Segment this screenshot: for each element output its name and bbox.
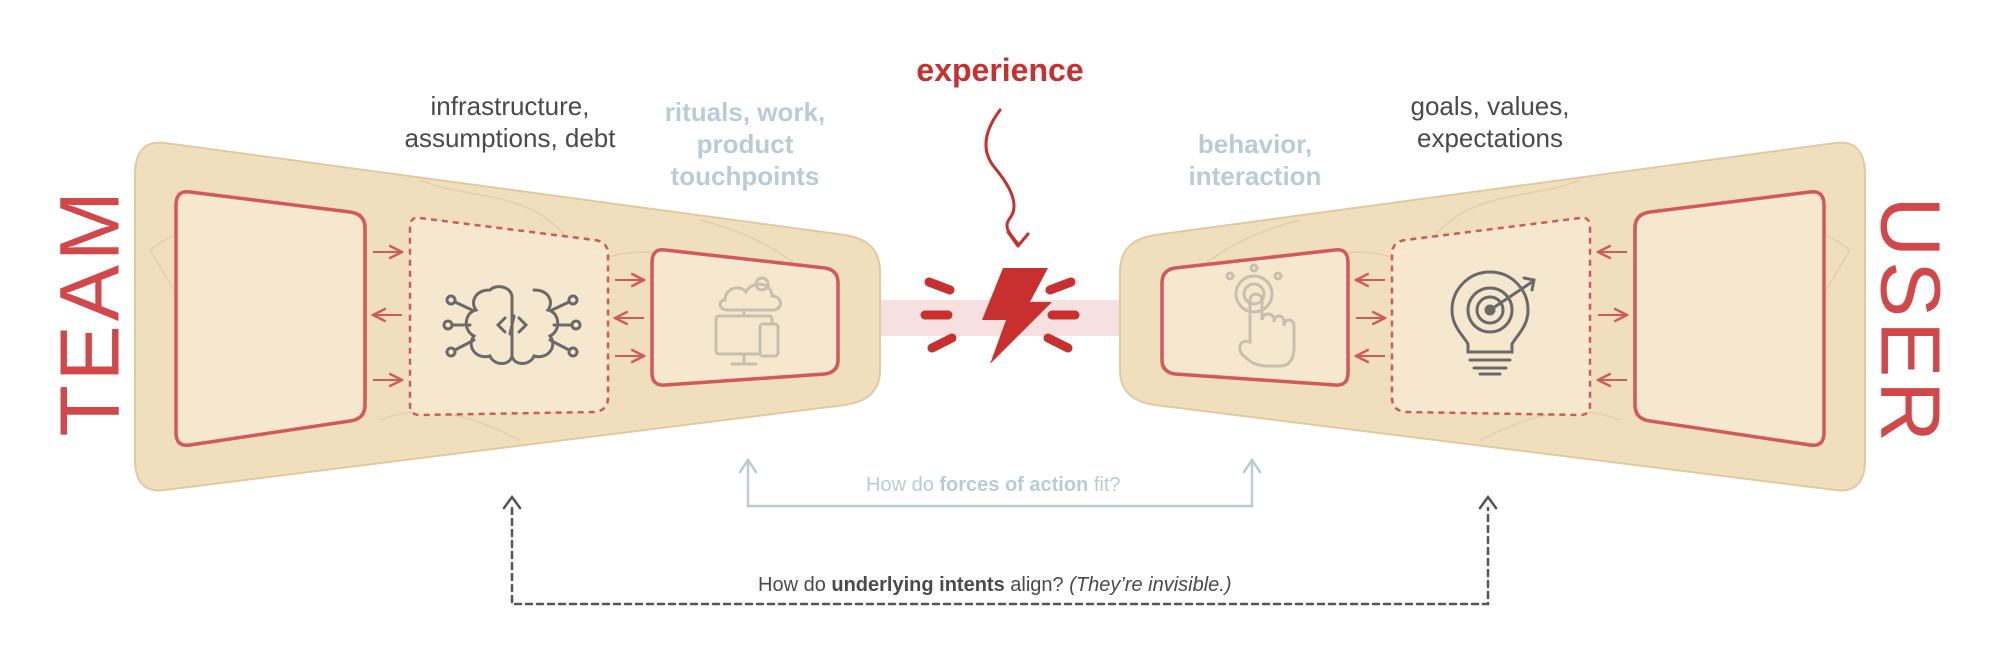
team-middle-frame <box>408 216 610 417</box>
intents-question-bold: underlying intents <box>831 574 1005 596</box>
intents-question-italic: (They’re invisible.) <box>1069 574 1232 596</box>
forces-question-post: fit? <box>1088 474 1121 496</box>
team-inner-label-line2: product <box>696 129 794 159</box>
forces-question-bold: forces of action <box>939 474 1089 496</box>
team-outer-label: infrastructure, assumptions, debt <box>380 90 640 154</box>
user-inner-label-line2: interaction <box>1188 161 1322 191</box>
team-outer-label-line1: infrastructure, <box>430 91 590 121</box>
team-inner-label: rituals, work, product touchpoints <box>640 96 850 192</box>
user-outer-frame <box>1633 190 1826 447</box>
computer-devices-icon <box>714 276 782 366</box>
user-outer-label-line2: expectations <box>1417 123 1563 153</box>
intents-question: How do underlying intents align? (They’r… <box>758 574 1231 597</box>
intents-question-mid: align? <box>1004 574 1070 596</box>
user-outer-label: goals, values, expectations <box>1370 90 1610 154</box>
team-outer-label-line2: assumptions, debt <box>404 123 616 153</box>
intents-bracket <box>502 494 1498 606</box>
lightning-conflict-icon <box>920 268 1080 364</box>
user-inner-label: behavior, interaction <box>1150 128 1360 192</box>
user-middle-frame <box>1390 216 1592 417</box>
team-title: TEAM <box>42 187 137 437</box>
forces-bracket <box>738 457 1262 508</box>
user-inner-label-line1: behavior, <box>1197 129 1313 159</box>
intents-question-pre: How do <box>758 574 832 596</box>
team-inner-label-line1: rituals, work, <box>664 97 826 127</box>
lightbulb-target-icon <box>1450 270 1536 376</box>
team-panel <box>134 141 881 492</box>
user-title: USER <box>1863 196 1958 446</box>
experience-label: experience <box>916 52 1084 88</box>
team-outer-frame <box>174 190 367 447</box>
experience-arrow <box>984 108 1020 246</box>
forces-question: How do forces of action fit? <box>866 474 1121 497</box>
brain-circuit-icon <box>442 285 582 365</box>
user-inner-frame <box>1160 248 1350 387</box>
user-outer-label-line1: goals, values, <box>1410 91 1570 121</box>
user-panel <box>1119 141 1866 492</box>
touch-hand-icon <box>1225 263 1296 368</box>
forces-question-pre: How do <box>866 474 940 496</box>
team-inner-label-line3: touchpoints <box>670 161 820 191</box>
